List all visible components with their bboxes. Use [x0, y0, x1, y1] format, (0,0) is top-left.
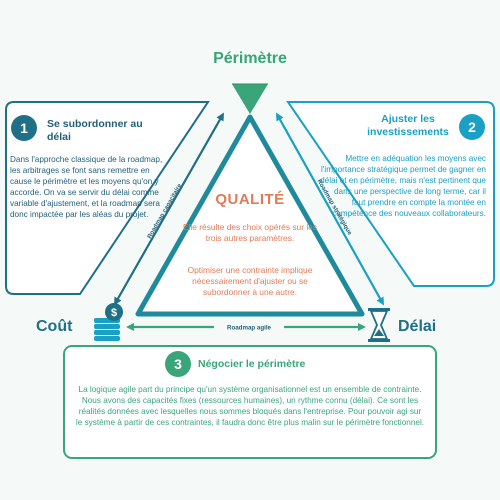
box3-number-badge: 3: [165, 351, 191, 377]
qualite-text-2: Optimiser une contrainte implique nécess…: [187, 265, 313, 297]
hourglass-icon: [368, 308, 390, 342]
svg-text:$: $: [111, 307, 117, 319]
box3-frame: [63, 345, 437, 459]
box3-number: 3: [174, 356, 182, 372]
perimetre-label: Périmètre: [213, 50, 287, 67]
box3-title: Négocier le périmètre: [198, 358, 306, 370]
roadmap-agile-label-bg: [214, 321, 284, 333]
qualite-title: QUALITÉ: [215, 191, 285, 208]
box2-title: Ajuster les investissements: [367, 113, 449, 138]
box1-number: 1: [20, 120, 28, 136]
box2-number-badge: 2: [459, 114, 485, 140]
roadmap-agile-label: Roadmap agile: [227, 325, 272, 332]
box2-number: 2: [468, 119, 476, 135]
box3-text: La logique agile part du principe qu'un …: [75, 385, 425, 427]
box1-title: Se subordonner au délai: [47, 118, 143, 143]
roadmap-capacitaire-arrow: [114, 112, 224, 306]
cout-label: Coût: [36, 318, 73, 335]
qualite-text-1: Elle résulte des choix opérés sur les tr…: [182, 222, 318, 243]
box1-number-badge: 1: [11, 115, 37, 141]
box2-text: Mettre en adéquation les moyens avec l'i…: [320, 154, 486, 218]
box1-text: Dans l'approche classique de la roadmap,…: [10, 155, 163, 219]
coins-icon: $: [94, 303, 123, 341]
roadmap-strategique-arrow: [276, 112, 384, 306]
delai-label: Délai: [398, 318, 437, 335]
diamond-icon: [232, 83, 268, 114]
